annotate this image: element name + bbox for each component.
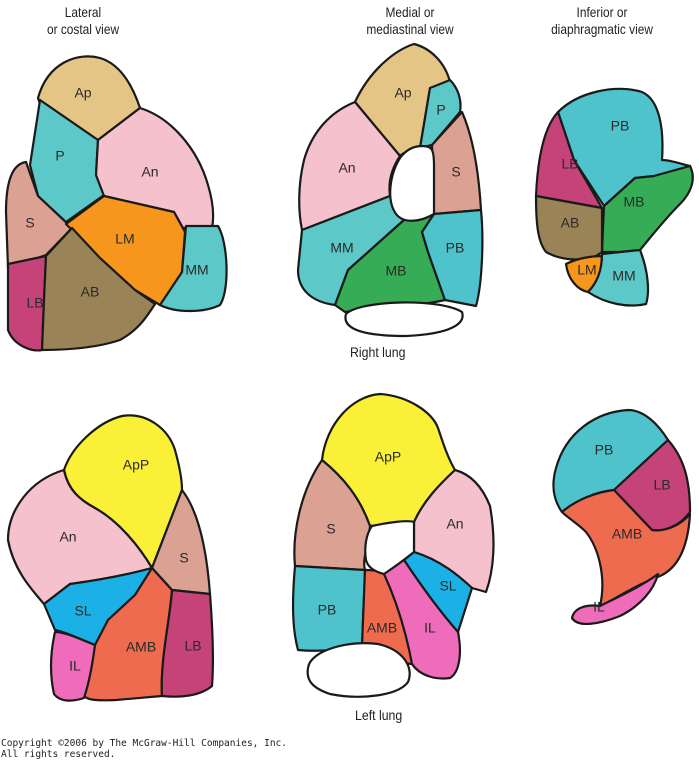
segment-right-inferior-MM [586,248,650,307]
label-left-inferior-PB: PB [595,442,614,458]
label-right-lateral-Ap: Ap [74,85,91,101]
right-lung-inferior: PB LB MB AB LM MM [534,87,694,307]
segment-right-lateral-MM [158,224,228,313]
label-left-inferior-IL: IL [593,599,605,615]
label-left-lateral-LB: LB [184,638,201,654]
header-inferior-view: Inferior or diaphragmatic view [551,4,653,37]
label-right-medial-PB: PB [446,240,465,256]
label-right-inferior-MB: MB [624,194,645,210]
segment-right-medial-hilum [389,144,436,222]
label-right-inferior-LB: LB [561,156,578,172]
label-left-lateral-ApP: ApP [123,457,149,473]
segment-left-lateral-LB [160,588,214,698]
left-lung-inferior: PB LB AMB IL [552,408,692,625]
copyright-line-2: All rights reserved. [1,749,116,760]
label-left-lateral-S: S [179,550,188,566]
left-lung-medial: ApP S An SL PB AMB IL [291,392,495,698]
label-left-lateral-SL: SL [74,603,91,619]
label-right-inferior-MM: MM [612,268,635,284]
segment-left-lateral-IL [50,630,97,702]
segment-right-lateral-AB [40,226,157,352]
label-right-medial-MB: MB [386,263,407,279]
label-left-medial-SL: SL [439,578,456,594]
label-right-inferior-AB: AB [561,215,580,231]
label-right-lateral-LM: LM [115,231,134,247]
label-left-lateral-An: An [59,529,76,545]
label-left-medial-An: An [446,516,463,532]
caption-right-lung: Right lung [350,344,406,360]
segment-left-medial-base [306,642,411,698]
label-right-lateral-MM: MM [185,262,208,278]
label-right-lateral-LB: LB [26,295,43,311]
label-right-lateral-S: S [25,215,34,231]
copyright-line-1: Copyright ©2006 by The McGraw-Hill Compa… [1,738,287,749]
segment-right-inferior-MB [600,164,694,254]
label-left-medial-IL: IL [424,620,436,636]
left-lung-lateral: ApP An S SL AMB LB IL [6,414,214,702]
label-left-lateral-AMB: AMB [126,639,156,655]
header-medial-view: Medial or mediastinal view [366,4,454,37]
copyright-notice: Copyright ©2006 by The McGraw-Hill Compa… [1,738,287,760]
label-right-lateral-AB: AB [81,284,100,300]
label-left-medial-PB: PB [318,602,337,618]
right-lung-medial: Ap P An S MM MB PB [296,42,484,338]
label-right-inferior-LM: LM [577,262,596,278]
header-lateral-view: Lateral or costal view [46,4,120,37]
segment-right-lateral-Ap [36,55,142,142]
label-right-lateral-P: P [55,148,64,164]
segment-left-inferior-IL [570,572,660,625]
segment-left-medial-hilum [364,520,416,576]
label-left-medial-S: S [326,521,335,537]
label-right-lateral-An: An [141,164,158,180]
label-left-inferior-LB: LB [653,477,670,493]
label-right-medial-Ap: Ap [394,85,411,101]
label-right-medial-MM: MM [330,240,353,256]
label-right-inferior-PB: PB [611,118,630,134]
label-left-medial-AMB: AMB [367,620,397,636]
segment-right-medial-An [298,100,402,232]
label-left-medial-ApP: ApP [375,449,401,465]
label-right-medial-S: S [451,164,460,180]
label-right-medial-An: An [338,160,355,176]
segment-right-medial-PB [420,208,484,308]
label-left-inferior-AMB: AMB [612,526,642,542]
segment-right-medial-base [344,301,464,338]
label-left-lateral-IL: IL [69,658,81,674]
label-right-medial-P: P [436,102,445,118]
right-lung-lateral: Ap P An S LM MM LB AB [4,55,228,352]
caption-left-lung: Left lung [355,707,403,723]
